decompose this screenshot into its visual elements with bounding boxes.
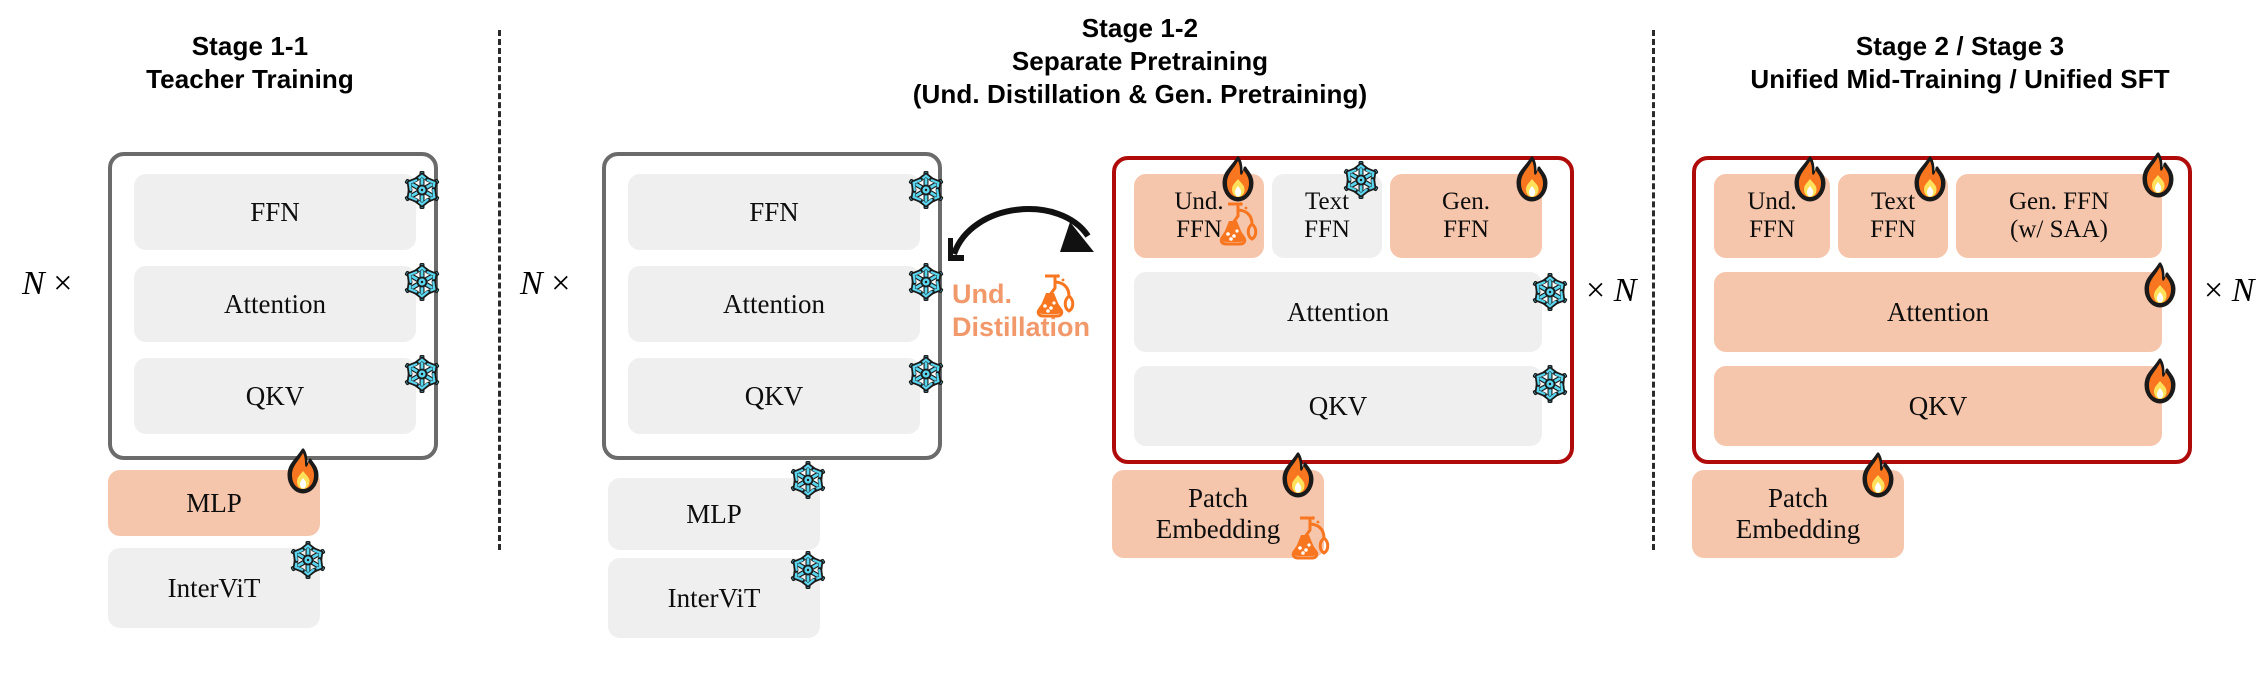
multiplier-n: N — [22, 265, 45, 302]
block-mlp-student-teacher[interactable]: MLP — [608, 478, 820, 550]
block-qkv[interactable]: QKV — [628, 358, 920, 434]
block-mlp-teacher[interactable]: MLP — [108, 470, 320, 536]
block-attention[interactable]: Attention — [628, 266, 920, 342]
column-separator-2 — [1652, 30, 1655, 550]
block-label: Attention — [723, 288, 825, 319]
block-label: Attention — [1887, 296, 1989, 327]
block-label: Attention — [1287, 296, 1389, 327]
block-label-line-1: Patch — [1188, 483, 1248, 513]
multiplier-n: N — [1613, 272, 1637, 309]
block-label-line-2: FFN — [1304, 216, 1350, 243]
block-gen-ffn[interactable]: Gen. FFN — [1390, 174, 1542, 258]
multiplier-n: N — [520, 265, 543, 302]
distillation-annotation: Und. Distillation — [952, 278, 1142, 344]
block-label-line-2: FFN — [1443, 216, 1489, 243]
block-label-line-1: Und. — [1174, 188, 1224, 215]
distillation-line-2: Distillation — [952, 312, 1091, 342]
block-label: QKV — [245, 380, 305, 411]
stack-stage-1-1: FFN Attention QKV — [108, 152, 438, 460]
block-label-line-2: FFN — [1749, 216, 1795, 243]
column-separator-1 — [498, 30, 501, 550]
block-label: Attention — [224, 288, 326, 319]
block-label-line-1: Text — [1304, 188, 1350, 215]
block-label-line-1: Patch — [1768, 483, 1828, 513]
block-attention[interactable]: Attention — [134, 266, 416, 342]
block-label: QKV — [744, 380, 804, 411]
block-patch-embedding-unified[interactable]: Patch Embedding — [1692, 470, 1904, 558]
repeat-multiplier-left-1: N × — [22, 265, 72, 303]
repeat-multiplier-right-3: × N — [1586, 272, 1636, 310]
title-line: Unified Mid-Training / Unified SFT — [1750, 64, 2170, 94]
block-und-ffn[interactable]: Und. FFN — [1714, 174, 1830, 258]
multiplier-times: × — [1586, 272, 1606, 309]
multiplier-times: × — [53, 265, 73, 302]
multiplier-times: × — [551, 265, 571, 302]
repeat-multiplier-right-4: × N — [2204, 272, 2254, 310]
curved-arrow-icon — [947, 178, 1108, 268]
block-label: MLP — [686, 498, 742, 529]
block-label: FFN — [749, 196, 799, 227]
block-qkv[interactable]: QKV — [1714, 366, 2162, 446]
title-line: Teacher Training — [146, 64, 354, 94]
block-label-line-1: Gen. FFN — [2008, 188, 2109, 215]
block-patch-embedding-student[interactable]: Patch Embedding — [1112, 470, 1324, 558]
block-label-line-2: Embedding — [1735, 514, 1861, 544]
block-qkv[interactable]: QKV — [134, 358, 416, 434]
block-label-line-2: (w/ SAA) — [2010, 216, 2108, 243]
page-title-stage-1-1: Stage 1-1 Teacher Training — [60, 30, 440, 96]
stack-stage-1-2-teacher: FFN Attention QKV — [602, 152, 942, 460]
block-label-line-1: Gen. — [1442, 188, 1490, 215]
block-qkv[interactable]: QKV — [1134, 366, 1542, 446]
block-intervit-student-teacher[interactable]: InterViT — [608, 558, 820, 638]
stack-stage-1-2-student: Und. FFN Text FFN Gen. FFN Attention QKV — [1112, 156, 1574, 464]
block-label: InterViT — [167, 572, 261, 603]
block-label-line-2: Embedding — [1155, 514, 1281, 544]
block-label: InterViT — [667, 582, 761, 613]
block-label: MLP — [186, 487, 242, 518]
repeat-multiplier-left-2: N × — [520, 265, 570, 303]
block-label-line-1: Text — [1870, 188, 1916, 215]
block-und-ffn[interactable]: Und. FFN — [1134, 174, 1264, 258]
block-intervit-teacher[interactable]: InterViT — [108, 548, 320, 628]
block-label-line-2: FFN — [1870, 216, 1916, 243]
title-line: Stage 1-1 — [191, 31, 309, 61]
block-text-ffn[interactable]: Text FFN — [1838, 174, 1948, 258]
block-label-line-2: FFN — [1176, 216, 1222, 243]
multiplier-times: × — [2204, 272, 2224, 309]
block-attention[interactable]: Attention — [1714, 272, 2162, 352]
distillation-line-1: Und. — [952, 279, 1012, 309]
title-line: (Und. Distillation & Gen. Pretraining) — [912, 79, 1368, 109]
block-text-ffn[interactable]: Text FFN — [1272, 174, 1382, 258]
title-line: Separate Pretraining — [1011, 46, 1269, 76]
block-label: FFN — [250, 196, 300, 227]
block-label: QKV — [1308, 390, 1368, 421]
title-line: Stage 1-2 — [1081, 13, 1199, 43]
block-ffn[interactable]: FFN — [628, 174, 920, 250]
title-line: Stage 2 / Stage 3 — [1855, 31, 2065, 61]
multiplier-n: N — [2231, 272, 2255, 309]
page-title-stage-2-3: Stage 2 / Stage 3 Unified Mid-Training /… — [1680, 30, 2240, 96]
block-label: QKV — [1908, 390, 1968, 421]
block-gen-ffn-saa[interactable]: Gen. FFN (w/ SAA) — [1956, 174, 2162, 258]
stack-stage-2-3: Und. FFN Text FFN Gen. FFN (w/ SAA) Atte… — [1692, 156, 2192, 464]
block-label-line-1: Und. — [1747, 188, 1797, 215]
page-title-stage-1-2: Stage 1-2 Separate Pretraining (Und. Dis… — [760, 12, 1520, 111]
block-ffn[interactable]: FFN — [134, 174, 416, 250]
block-attention[interactable]: Attention — [1134, 272, 1542, 352]
